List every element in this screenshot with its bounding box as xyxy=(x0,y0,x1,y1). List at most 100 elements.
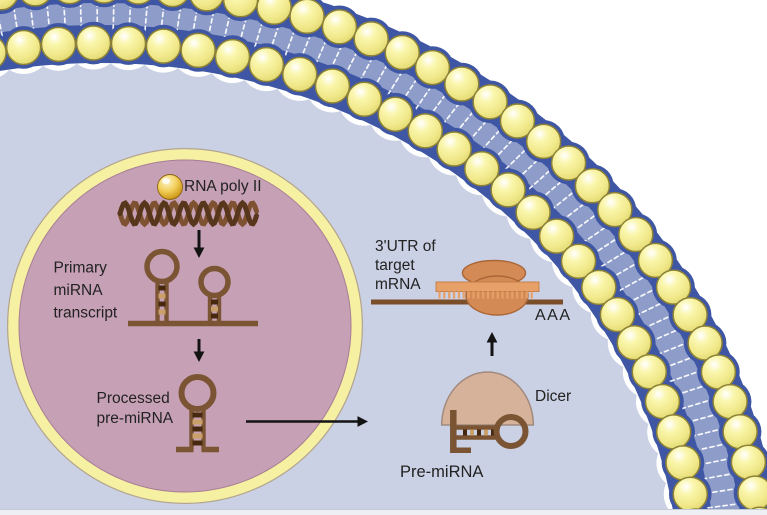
lipid-head-icon xyxy=(110,25,147,62)
lipid-head-icon xyxy=(581,269,617,306)
label-processed-line1: Processed xyxy=(97,390,170,407)
lipid-head-icon xyxy=(180,32,216,69)
lipid-tail-icon xyxy=(516,154,544,180)
dna-helix-icon xyxy=(117,199,259,228)
lipid-head-icon xyxy=(631,353,668,390)
lipid-head-icon xyxy=(145,28,182,64)
lipid-head-icon xyxy=(158,0,188,8)
hairpin-loop-icon xyxy=(198,265,231,299)
lipid-head-icon xyxy=(414,49,451,86)
lipid-head-icon xyxy=(0,38,7,67)
label-processed-line2: pre-miRNA xyxy=(97,410,174,427)
lipid-head-icon xyxy=(377,96,414,132)
lipid-head-icon xyxy=(256,0,292,25)
lipid-head-icon xyxy=(712,383,748,420)
lipid-head-icon xyxy=(599,296,636,333)
lipid-head-icon xyxy=(672,476,708,512)
lipid-head-icon xyxy=(5,29,42,66)
rna-polymerase-highlight xyxy=(162,178,170,184)
nuclear-export-arrow-icon xyxy=(246,416,368,427)
lipid-head-icon xyxy=(40,26,77,63)
bottom-strip xyxy=(0,509,767,515)
dicer-dome-icon xyxy=(440,371,535,426)
arrow-head xyxy=(486,332,498,343)
lipid-head-icon xyxy=(655,269,692,305)
arrow-head xyxy=(193,351,205,362)
arrow-head xyxy=(193,247,205,258)
lipid-head-icon xyxy=(538,218,575,254)
lipid-head-icon xyxy=(248,46,285,83)
lipid-head-icon xyxy=(346,81,383,117)
hairpin-loop-icon xyxy=(178,374,217,412)
lipid-head-icon xyxy=(464,150,500,187)
lipid-tail-icon xyxy=(528,165,556,190)
arrow-head xyxy=(357,416,368,427)
lipid-head-icon xyxy=(550,145,587,181)
lipid-tail-icon xyxy=(480,124,506,152)
processed-pre-mirna-icon xyxy=(176,374,219,453)
lipid-head-icon xyxy=(444,66,480,102)
label-pre-mirna: Pre-miRNA xyxy=(400,463,483,481)
hairpin-loop-icon xyxy=(144,248,180,285)
label-utr-line2: target xyxy=(375,257,415,274)
lipid-tail-icon xyxy=(561,198,591,222)
hairpin-loop-icon xyxy=(493,414,529,449)
label-dicer: Dicer xyxy=(535,388,571,405)
label-rna-poly-ii: RNA poly II xyxy=(184,178,262,195)
lipid-head-icon xyxy=(75,25,112,61)
dicer-complex-icon xyxy=(440,371,535,454)
lipid-head-icon xyxy=(730,444,767,480)
lipid-head-icon xyxy=(737,475,767,511)
lipid-head-icon xyxy=(126,0,151,5)
lipid-head-icon xyxy=(353,21,389,57)
lipid-head-icon xyxy=(93,0,115,4)
arrow-up-icon xyxy=(486,332,498,356)
lipid-head-icon xyxy=(637,242,674,279)
lipid-head-icon xyxy=(560,243,597,279)
pre-mirna-hairpin-icon xyxy=(450,410,529,454)
lipid-head-icon xyxy=(499,103,536,139)
lipid-head-icon xyxy=(687,325,723,361)
lipid-head-icon xyxy=(0,0,18,11)
lipid-tail-icon xyxy=(550,187,580,211)
lipid-tail-icon xyxy=(428,88,450,118)
lipid-head-icon xyxy=(436,131,472,167)
lipid-head-icon xyxy=(672,296,708,333)
lipid-tail-icon xyxy=(600,247,633,268)
mirna-basepair-teeth xyxy=(438,291,533,299)
lipid-tail-icon xyxy=(581,222,613,244)
lipid-tail-icon xyxy=(492,134,519,161)
lipid-head-icon xyxy=(597,191,633,228)
lipid-head-icon xyxy=(644,383,681,420)
arrow-down-icon xyxy=(193,339,205,362)
lipid-head-icon xyxy=(665,445,701,481)
lipid-head-icon xyxy=(21,0,50,7)
label-utr-line3: mRNA xyxy=(375,276,421,293)
arrow-down-icon xyxy=(193,230,205,258)
risc-complex-icon xyxy=(371,259,563,316)
nucleus-inner-outline xyxy=(18,159,352,493)
lipid-head-icon xyxy=(618,216,654,253)
lipid-head-icon xyxy=(282,56,318,93)
nucleus xyxy=(6,147,364,505)
mirna-guide-strand xyxy=(435,281,540,292)
lipid-head-icon xyxy=(655,414,692,450)
lipid-head-icon xyxy=(384,34,420,71)
lipid-head-icon xyxy=(490,172,526,208)
lipid-tail-icon xyxy=(539,176,568,201)
lipid-head-icon xyxy=(314,68,351,104)
label-utr-line1: 3'UTR of xyxy=(375,238,436,255)
lipid-head-icon xyxy=(574,168,611,204)
lipid-head-icon xyxy=(190,0,224,12)
lipid-head-icon xyxy=(722,413,758,450)
nucleus-outer-outline xyxy=(6,147,364,505)
lipid-tail-icon xyxy=(591,234,623,256)
lipid-tail-icon xyxy=(454,105,478,134)
lipid-tail-icon xyxy=(441,97,465,126)
lipid-head-icon xyxy=(407,113,444,149)
lipid-head-icon xyxy=(57,0,82,5)
